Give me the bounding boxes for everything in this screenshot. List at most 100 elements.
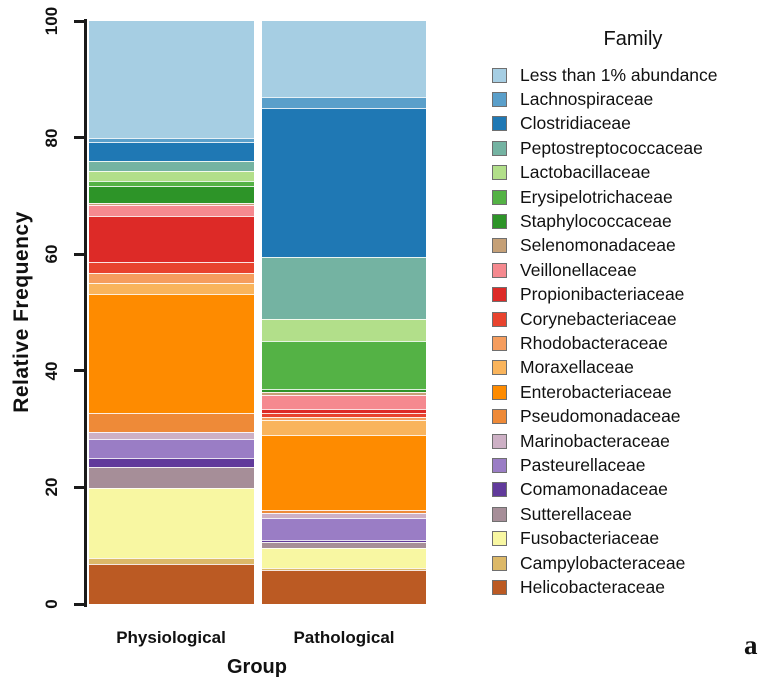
bar-segment-clostridiaceae — [89, 141, 254, 161]
bar-segment-helicobacteraceae — [261, 569, 426, 604]
legend-label: Enterobacteriaceae — [520, 381, 672, 402]
bar-segment-lactobacillaceae — [89, 170, 254, 182]
legend-item-veillonellaceae: Veillonellaceae — [492, 258, 774, 282]
legend-swatch-icon — [492, 457, 507, 473]
legend-label: Clostridiaceae — [520, 113, 631, 134]
legend-item-enterobacteriaceae: Enterobacteriaceae — [492, 380, 774, 404]
bar-segment-moraxellaceae — [261, 420, 426, 435]
legend-label: Campylobacteraceae — [520, 552, 686, 573]
y-tick-mark-0 — [74, 602, 85, 606]
bar-segment-erysipelotrichaceae — [89, 181, 254, 186]
stacked-bar-physiological — [89, 21, 254, 604]
legend-title: Family — [603, 28, 663, 50]
bar-segment-clostridiaceae — [261, 108, 426, 257]
legend-label: Less than 1% abundance — [520, 64, 718, 85]
bar-segment-erysipelotrichaceae — [261, 341, 426, 390]
y-tick-mark-60 — [74, 252, 85, 256]
legend-label: Moraxellaceae — [520, 357, 634, 378]
bar-segment-pasteurellaceae — [89, 438, 254, 458]
legend-swatch-icon — [492, 92, 507, 108]
bar-segment-less-than-1-abundance — [89, 21, 254, 138]
legend-item-selenomonadaceae: Selenomonadaceae — [492, 234, 774, 258]
legend-label: Comamonadaceae — [520, 479, 668, 500]
y-tick-mark-80 — [74, 136, 85, 140]
y-tick-label-100: 100 — [42, 6, 61, 36]
legend-item-staphylococcaceae: Staphylococcaceae — [492, 209, 774, 233]
legend-swatch-icon — [492, 335, 507, 351]
legend-label: Lachnospiraceae — [520, 89, 654, 110]
legend-swatch-icon — [492, 238, 507, 254]
legend-swatch-icon — [492, 311, 507, 327]
legend-label: Helicobacteraceae — [520, 576, 665, 597]
legend-label: Selenomonadaceae — [520, 235, 676, 256]
legend-swatch-icon — [492, 384, 507, 400]
legend-swatch-icon — [492, 579, 507, 595]
legend-swatch-icon — [492, 433, 507, 449]
legend-swatch-icon — [492, 360, 507, 376]
x-category-label-pathological: Pathological — [293, 628, 395, 647]
bar-segment-helicobacteraceae — [89, 564, 254, 604]
plot-region — [89, 21, 426, 604]
legend-swatch-icon — [492, 140, 507, 156]
panel-letter-label: a — [744, 630, 758, 660]
bar-segment-staphylococcaceae — [89, 185, 254, 203]
legend-item-pasteurellaceae: Pasteurellaceae — [492, 453, 774, 477]
bar-segment-moraxellaceae — [89, 282, 254, 295]
y-tick-label-60: 60 — [42, 244, 61, 264]
legend-swatch-icon — [492, 506, 507, 522]
legend-label: Rhodobacteraceae — [520, 332, 668, 353]
legend-swatch-icon — [492, 287, 507, 303]
legend-item-helicobacteraceae: Helicobacteraceae — [492, 575, 774, 599]
legend-swatch-icon — [492, 262, 507, 278]
legend-label: Erysipelotrichaceae — [520, 186, 673, 207]
bar-segment-fusobacteriaceae — [261, 547, 426, 569]
bar-segment-rhodobacteraceae — [89, 272, 254, 283]
legend-swatch-icon — [492, 165, 507, 181]
y-axis-line — [84, 19, 87, 607]
legend-item-clostridiaceae: Clostridiaceae — [492, 112, 774, 136]
bar-segment-corynebacteriaceae — [261, 413, 426, 417]
bar-segment-lachnospiraceae — [261, 97, 426, 109]
legend-label: Marinobacteraceae — [520, 430, 670, 451]
y-tick-label-40: 40 — [42, 361, 61, 381]
bar-segment-corynebacteriaceae — [89, 262, 254, 273]
bar-segment-pseudomonadaceae — [261, 510, 426, 513]
bar-segment-lactobacillaceae — [261, 318, 426, 342]
legend-item-comamonadaceae: Comamonadaceae — [492, 478, 774, 502]
bar-segment-marinobacteraceae — [261, 512, 426, 519]
legend-label: Fusobacteriaceae — [520, 528, 660, 549]
legend-label: Pasteurellaceae — [520, 454, 646, 475]
bar-segment-selenomonadaceae — [89, 202, 254, 206]
bar-segment-selenomonadaceae — [261, 392, 426, 395]
legend-item-sutterellaceae: Sutterellaceae — [492, 502, 774, 526]
bar-segment-rhodobacteraceae — [261, 416, 426, 421]
legend-item-peptostreptococcaceae: Peptostreptococcaceae — [492, 136, 774, 160]
legend-label: Veillonellaceae — [520, 259, 637, 280]
bar-segment-peptostreptococcaceae — [261, 256, 426, 319]
legend-swatch-icon — [492, 116, 507, 132]
legend-label: Staphylococcaceae — [520, 211, 672, 232]
legend-label: Peptostreptococcaceae — [520, 137, 703, 158]
bar-segment-propionibacteriaceae — [261, 409, 426, 414]
bar-segment-less-than-1-abundance — [261, 21, 426, 98]
y-tick-label-80: 80 — [42, 128, 61, 148]
chart-area: Relative Frequency 0 20 40 60 80 100 Physiolo… — [10, 6, 426, 678]
y-tick-mark-100 — [74, 19, 85, 23]
bar-segment-fusobacteriaceae — [89, 487, 254, 558]
legend-swatch-icon — [492, 555, 507, 571]
bar-segment-marinobacteraceae — [89, 431, 254, 439]
bar-segment-pseudomonadaceae — [89, 412, 254, 432]
bar-segment-propionibacteriaceae — [89, 215, 254, 263]
x-category-label-physiological: Physiological — [116, 628, 226, 647]
bar-segment-sutterellaceae — [89, 467, 254, 488]
y-tick-label-20: 20 — [42, 477, 61, 497]
legend-item-less-than-1-abundance: Less than 1% abundance — [492, 63, 774, 87]
legend-swatch-icon — [492, 67, 507, 83]
bar-segment-campylobacteraceae — [261, 568, 426, 570]
legend-item-propionibacteriaceae: Propionibacteriaceae — [492, 283, 774, 307]
y-tick-label-0: 0 — [42, 599, 61, 609]
y-tick-mark-20 — [74, 485, 85, 489]
y-axis-title: Relative Frequency — [10, 211, 33, 413]
legend-item-rhodobacteraceae: Rhodobacteraceae — [492, 331, 774, 355]
